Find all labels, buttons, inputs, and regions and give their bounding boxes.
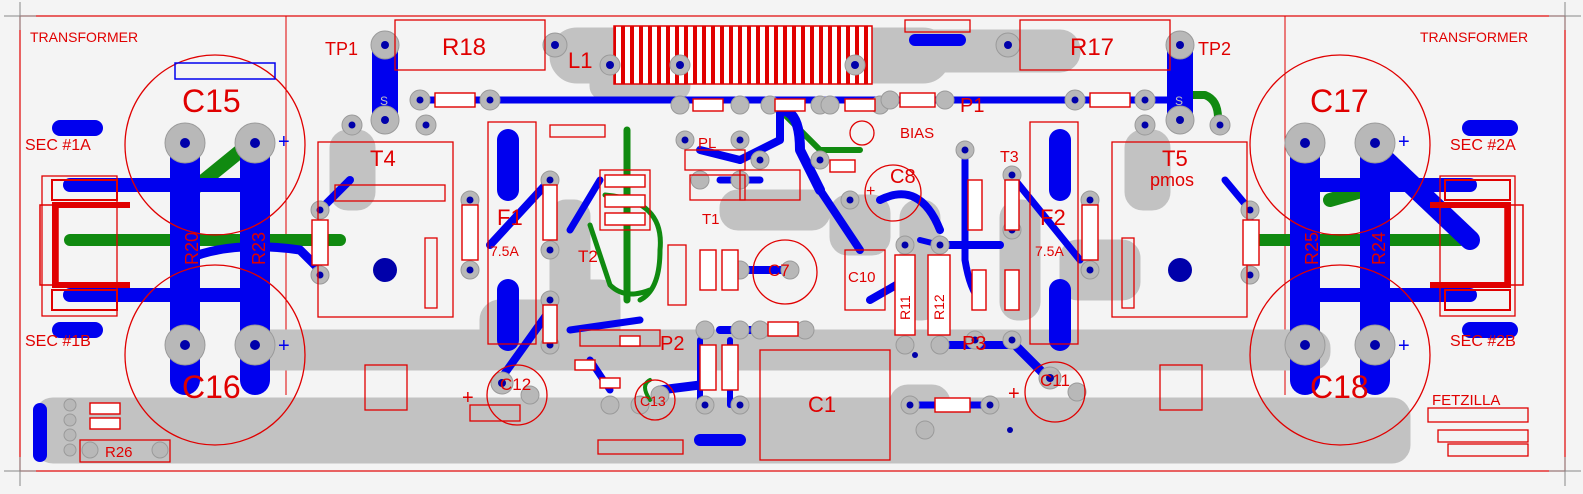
label-pl: PL <box>698 135 716 152</box>
label-r26: R26 <box>105 444 133 461</box>
label-sec-1b: SEC #1B <box>25 333 91 350</box>
label-board-name: FETZILLA <box>1432 392 1500 409</box>
label-p3: P3 <box>962 333 986 355</box>
label-r24: R24 <box>1369 232 1389 265</box>
terminal-blocks <box>39 179 1524 311</box>
label-t5: T5 <box>1162 146 1188 171</box>
resistor-bodies <box>89 92 1260 430</box>
label-tp1: TP1 <box>325 39 358 59</box>
label-sec-1a: SEC #1A <box>25 137 91 154</box>
label-plus-c18: + <box>1398 335 1410 357</box>
label-s-left: S <box>380 94 388 108</box>
label-c16: C16 <box>182 369 241 405</box>
board-outline <box>19 15 1566 472</box>
label-plus-c11: + <box>1008 383 1020 405</box>
label-t1: T1 <box>702 211 720 228</box>
label-c8: C8 <box>890 166 916 188</box>
label-sec-2a: SEC #2A <box>1450 137 1516 154</box>
label-plus-c12: + <box>462 387 474 409</box>
label-plus-c16: + <box>278 335 290 357</box>
label-s-right: S <box>1175 94 1183 108</box>
label-plus-c8: + <box>866 183 875 200</box>
label-bias: BIAS <box>900 125 934 142</box>
label-c13: C13 <box>640 393 666 409</box>
label-c15: C15 <box>182 83 241 119</box>
label-r11: R11 <box>897 295 913 320</box>
label-f2: F2 <box>1040 205 1066 230</box>
label-p2: P2 <box>660 333 684 355</box>
corner-marks <box>4 2 1581 486</box>
label-c10: C10 <box>848 269 876 286</box>
silkscreen-outlines <box>41 19 1529 463</box>
vias <box>180 41 1380 433</box>
label-r25: R25 <box>1302 232 1322 265</box>
label-p1: P1 <box>960 95 984 117</box>
label-r20: R20 <box>182 232 202 265</box>
inductor-l1-coil <box>613 25 873 85</box>
label-r12: R12 <box>931 294 947 320</box>
label-c11: C11 <box>1040 371 1070 390</box>
label-t3: T3 <box>1000 149 1019 166</box>
label-transformer-right: TRANSFORMER <box>1420 29 1528 45</box>
label-r18: R18 <box>442 34 486 61</box>
label-t5-type: pmos <box>1150 170 1194 190</box>
label-c12: C12 <box>500 375 531 394</box>
label-c7: C7 <box>768 261 790 280</box>
label-c18: C18 <box>1310 369 1369 405</box>
label-plus-c17: + <box>1398 131 1410 153</box>
label-tp2: TP2 <box>1198 39 1231 59</box>
label-c17: C17 <box>1310 83 1369 119</box>
label-f1: F1 <box>497 205 523 230</box>
label-transformer-left: TRANSFORMER <box>30 29 138 45</box>
label-r17: R17 <box>1070 34 1114 61</box>
label-t2: T2 <box>578 247 598 266</box>
label-plus-c15: + <box>278 131 290 153</box>
label-l1: L1 <box>568 48 592 73</box>
label-t4: T4 <box>370 146 396 171</box>
silkscreen-labels: TRANSFORMER TRANSFORMER SEC #1A SEC #1B … <box>25 29 1528 461</box>
label-r23: R23 <box>249 232 269 265</box>
label-f1-rating: 7.5A <box>490 243 519 259</box>
label-f2-rating: 7.5A <box>1035 243 1064 259</box>
label-c1: C1 <box>808 392 836 417</box>
label-sec-2b: SEC #2B <box>1450 333 1516 350</box>
